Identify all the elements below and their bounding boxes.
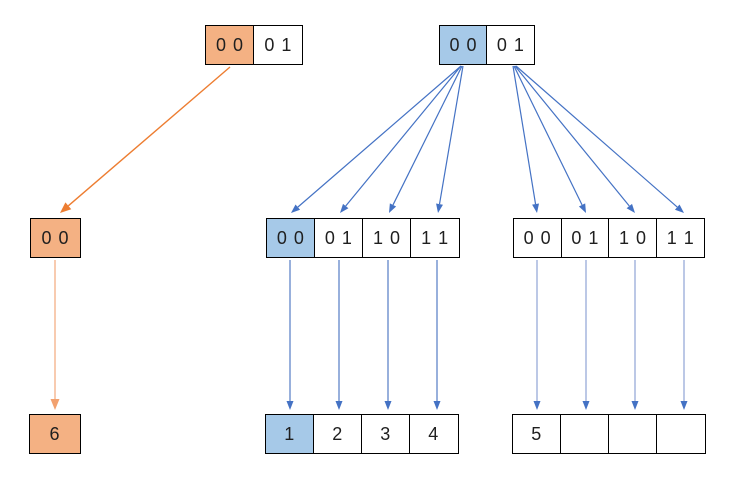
arrow-1 [50, 260, 60, 410]
arrow-9 [515, 65, 684, 213]
cell-mid-right-3: 1 1 [656, 218, 706, 258]
node-leaf-left: 6 [29, 414, 81, 454]
arrow-12 [384, 260, 392, 410]
arrow-5 [436, 65, 464, 213]
cell-leaf-center-1: 2 [313, 414, 363, 454]
arrow-10 [286, 260, 294, 410]
cell-leaf-right-0: 5 [512, 414, 562, 454]
cell-leaf-right-1 [560, 414, 610, 454]
arrow-14 [533, 260, 541, 410]
arrow-0 [60, 66, 231, 213]
node-leaf-right: 5 [512, 414, 706, 454]
arrow-8 [514, 65, 635, 213]
cell-leaf-center-3: 4 [409, 414, 459, 454]
node-mid-left: 0 0 [30, 218, 81, 258]
cell-mid-left-0: 0 0 [30, 218, 81, 258]
cell-leaf-center-0: 1 [265, 414, 315, 454]
cell-leaf-left-0: 6 [29, 414, 81, 454]
cell-mid-right-2: 1 0 [608, 218, 658, 258]
cell-root-left-0: 0 0 [205, 25, 255, 65]
cell-mid-center-3: 1 1 [410, 218, 460, 258]
arrow-3 [340, 65, 462, 213]
cell-mid-right-1: 0 1 [560, 218, 610, 258]
arrow-2 [291, 65, 462, 213]
arrow-16 [631, 260, 639, 410]
arrow-7 [513, 65, 586, 213]
arrow-11 [335, 260, 343, 410]
arrow-15 [582, 260, 590, 410]
cell-leaf-right-2 [608, 414, 658, 454]
cell-mid-center-1: 0 1 [314, 218, 364, 258]
cell-mid-center-2: 1 0 [362, 218, 412, 258]
arrow-17 [680, 260, 688, 410]
cell-root-right-1: 0 1 [486, 25, 536, 65]
arrow-13 [433, 260, 441, 410]
cell-root-left-1: 0 1 [253, 25, 304, 65]
cell-mid-right-0: 0 0 [513, 218, 563, 258]
cell-mid-center-0: 0 0 [266, 218, 316, 258]
arrow-6 [512, 65, 540, 213]
cell-leaf-center-2: 3 [361, 414, 411, 454]
cell-root-right-0: 0 0 [439, 25, 488, 65]
arrow-4 [389, 65, 463, 213]
cell-leaf-right-3 [656, 414, 706, 454]
